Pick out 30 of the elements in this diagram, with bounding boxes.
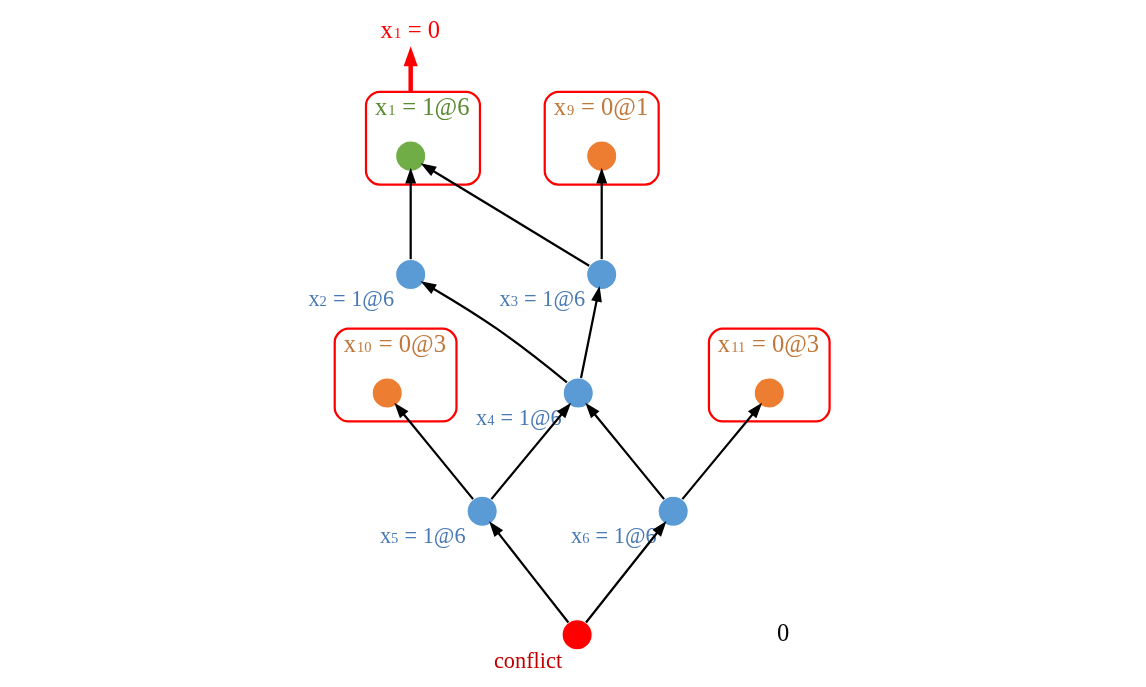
node-label: conflict: [493, 647, 562, 673]
arrow: [579, 286, 602, 379]
node-text: x1 = 0: [380, 15, 440, 43]
node-circle: [562, 377, 594, 409]
arrow: [420, 163, 590, 267]
arrow: [584, 402, 665, 500]
node-circle: [657, 495, 689, 527]
node-circle: [585, 140, 617, 172]
node-label: x2 = 1@6: [307, 286, 394, 312]
node-circle: [394, 140, 426, 172]
node-label: x3 = 1@6: [498, 286, 585, 312]
arrow: [393, 402, 474, 500]
node-circle: [466, 495, 498, 527]
arrow: [488, 521, 569, 624]
node-circle: [753, 377, 785, 409]
arrow: [681, 402, 762, 500]
cluster: x11 = 0@3: [707, 327, 831, 423]
arrow: [420, 281, 568, 384]
arrow: [490, 402, 571, 500]
node-circle: [371, 377, 403, 409]
label: 0: [776, 619, 789, 647]
node-circle: [561, 619, 593, 651]
arrow: [403, 46, 418, 92]
node-circle: [585, 258, 617, 291]
arrow: [404, 167, 416, 260]
cluster: x10 = 0@3: [333, 327, 458, 423]
node-circle: [394, 258, 426, 291]
arrow: [595, 167, 607, 260]
arrow: [584, 520, 666, 624]
node-label: x5 = 1@6: [379, 523, 466, 549]
